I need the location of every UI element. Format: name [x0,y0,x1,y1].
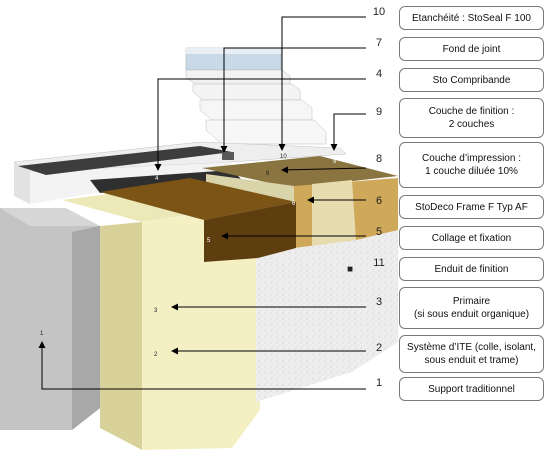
leader-1 [38,341,366,390]
callout-box-10: Etanchéité : StoSeal F 100 [399,6,544,30]
callout-number-10: 10 [372,6,386,18]
callout-box-8: Couche d’impression : 1 couche diluée 10% [399,142,544,188]
callout-number-7: 7 [375,37,383,49]
callout-text-2-1: sous enduit et trame) [424,355,519,366]
joint-backer [222,152,234,160]
callout-text-4-0: Sto Compribande [432,74,511,86]
callout-box-6: StoDeco Frame F Typ AF [399,195,544,219]
callout-text-9-1: 2 couches [448,119,495,130]
callout-number-4: 4 [375,68,383,80]
callout-box-7: Fond de joint [399,37,544,61]
bullet-11: ■ [347,264,353,275]
callout-text-8-1: 1 couche diluée 10% [425,166,518,177]
callout-text-3-1: (si sous enduit organique) [413,309,530,320]
leader-4 [154,78,366,171]
diag-label-8: 8 [266,171,270,177]
callout-number-1: 1 [375,377,383,389]
callout-number-8: 8 [375,153,383,165]
callout-text-7-0: Fond de joint [442,43,501,55]
leader-7 [220,47,366,153]
leader-10 [278,16,366,151]
callout-number-11: 11 [373,257,385,269]
callout-text-1-0: Support traditionnel [428,383,515,395]
callout-box-4: Sto Compribande [399,68,544,92]
callout-text-11-0: Enduit de finition [434,263,509,275]
leader-lines [38,16,367,390]
callout-text-9-0: Couche de finition : [428,106,515,117]
callout-number-2: 2 [375,342,383,354]
callout-text-2-0: Système d’ITE (colle, isolant, [407,342,536,353]
window-sill-steps [185,69,327,145]
callout-text-6-0: StoDeco Frame F Typ AF [415,201,528,213]
callout-number-3: 3 [375,296,383,308]
diag-label-2: 2 [154,352,158,358]
window-glass [185,47,282,71]
stodeco-frame-profile [100,178,296,262]
diag-label-10: 10 [280,154,287,160]
callout-text-10-0: Etanchéité : StoSeal F 100 [412,12,531,24]
callout-number-9: 9 [375,106,383,118]
seal-strip [90,170,242,193]
callout-text-5-0: Collage et fixation [431,232,512,244]
callout-text-3-0: Primaire [452,296,491,307]
callout-box-2: Système d’ITE (colle, isolant, sous endui… [399,335,544,373]
traditional-support [0,208,100,430]
callout-box-9: Couche de finition : 2 couches [399,98,544,138]
finish-render [256,208,398,402]
diag-label-1: 1 [40,331,44,337]
callout-box-11: Enduit de finition [399,257,544,281]
leader-9 [330,113,366,151]
callout-number-5: 5 [375,226,383,238]
diag-label-3: 3 [154,308,158,314]
diag-label-4: 4 [155,176,159,182]
diag-label-5: 5 [207,238,211,244]
callout-text-8-0: Couche d’impression : [422,153,521,164]
diag-label-7: 7 [216,156,220,162]
callout-box-1: Support traditionnel [399,377,544,401]
callout-box-3: Primaire (si sous enduit organique) [399,287,544,329]
callout-number-6: 6 [375,195,383,207]
diag-label-9: 9 [333,159,337,165]
callout-box-5: Collage et fixation [399,226,544,250]
leader-8 [281,166,367,174]
diag-label-6: 6 [292,201,296,207]
